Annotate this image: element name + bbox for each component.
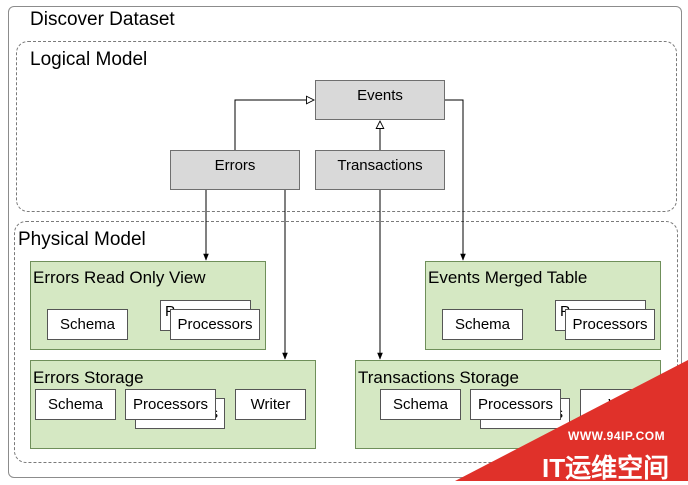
errors-storage-processors-box[interactable]: Processors [125, 389, 216, 420]
watermark-url: WWW.94IP.COM [568, 429, 666, 443]
transactions-entity[interactable]: Transactions [315, 150, 445, 190]
errors-entity[interactable]: Errors [170, 150, 300, 190]
errors-storage-schema-box[interactable]: Schema [35, 389, 116, 420]
errors-view-schema-box[interactable]: Schema [47, 309, 128, 340]
physical-model-title: Physical Model [18, 229, 146, 250]
watermark-brand: IT运维空间 [542, 453, 670, 483]
events-table-processors-box[interactable]: Processors [565, 309, 655, 340]
events-entity[interactable]: Events [315, 80, 445, 120]
transactions-storage-processors-box[interactable]: Processors [470, 389, 561, 420]
logical-model-title: Logical Model [30, 49, 148, 70]
events-merged-table-title: Events Merged Table [428, 268, 588, 287]
discover-dataset-title: Discover Dataset [30, 9, 175, 30]
errors-view-processors-box[interactable]: Processors [170, 309, 260, 340]
errors-to-events-edge [234, 100, 314, 150]
errors-read-only-view-title: Errors Read Only View [33, 268, 206, 287]
events-to-merged-table-edge [445, 99, 466, 261]
transactions-storage-schema-box[interactable]: Schema [380, 389, 461, 420]
errors-storage-title: Errors Storage [33, 368, 144, 387]
events-table-schema-box[interactable]: Schema [442, 309, 523, 340]
transactions-storage-title: Transactions Storage [358, 368, 519, 387]
errors-storage-writer-box[interactable]: Writer [235, 389, 306, 420]
